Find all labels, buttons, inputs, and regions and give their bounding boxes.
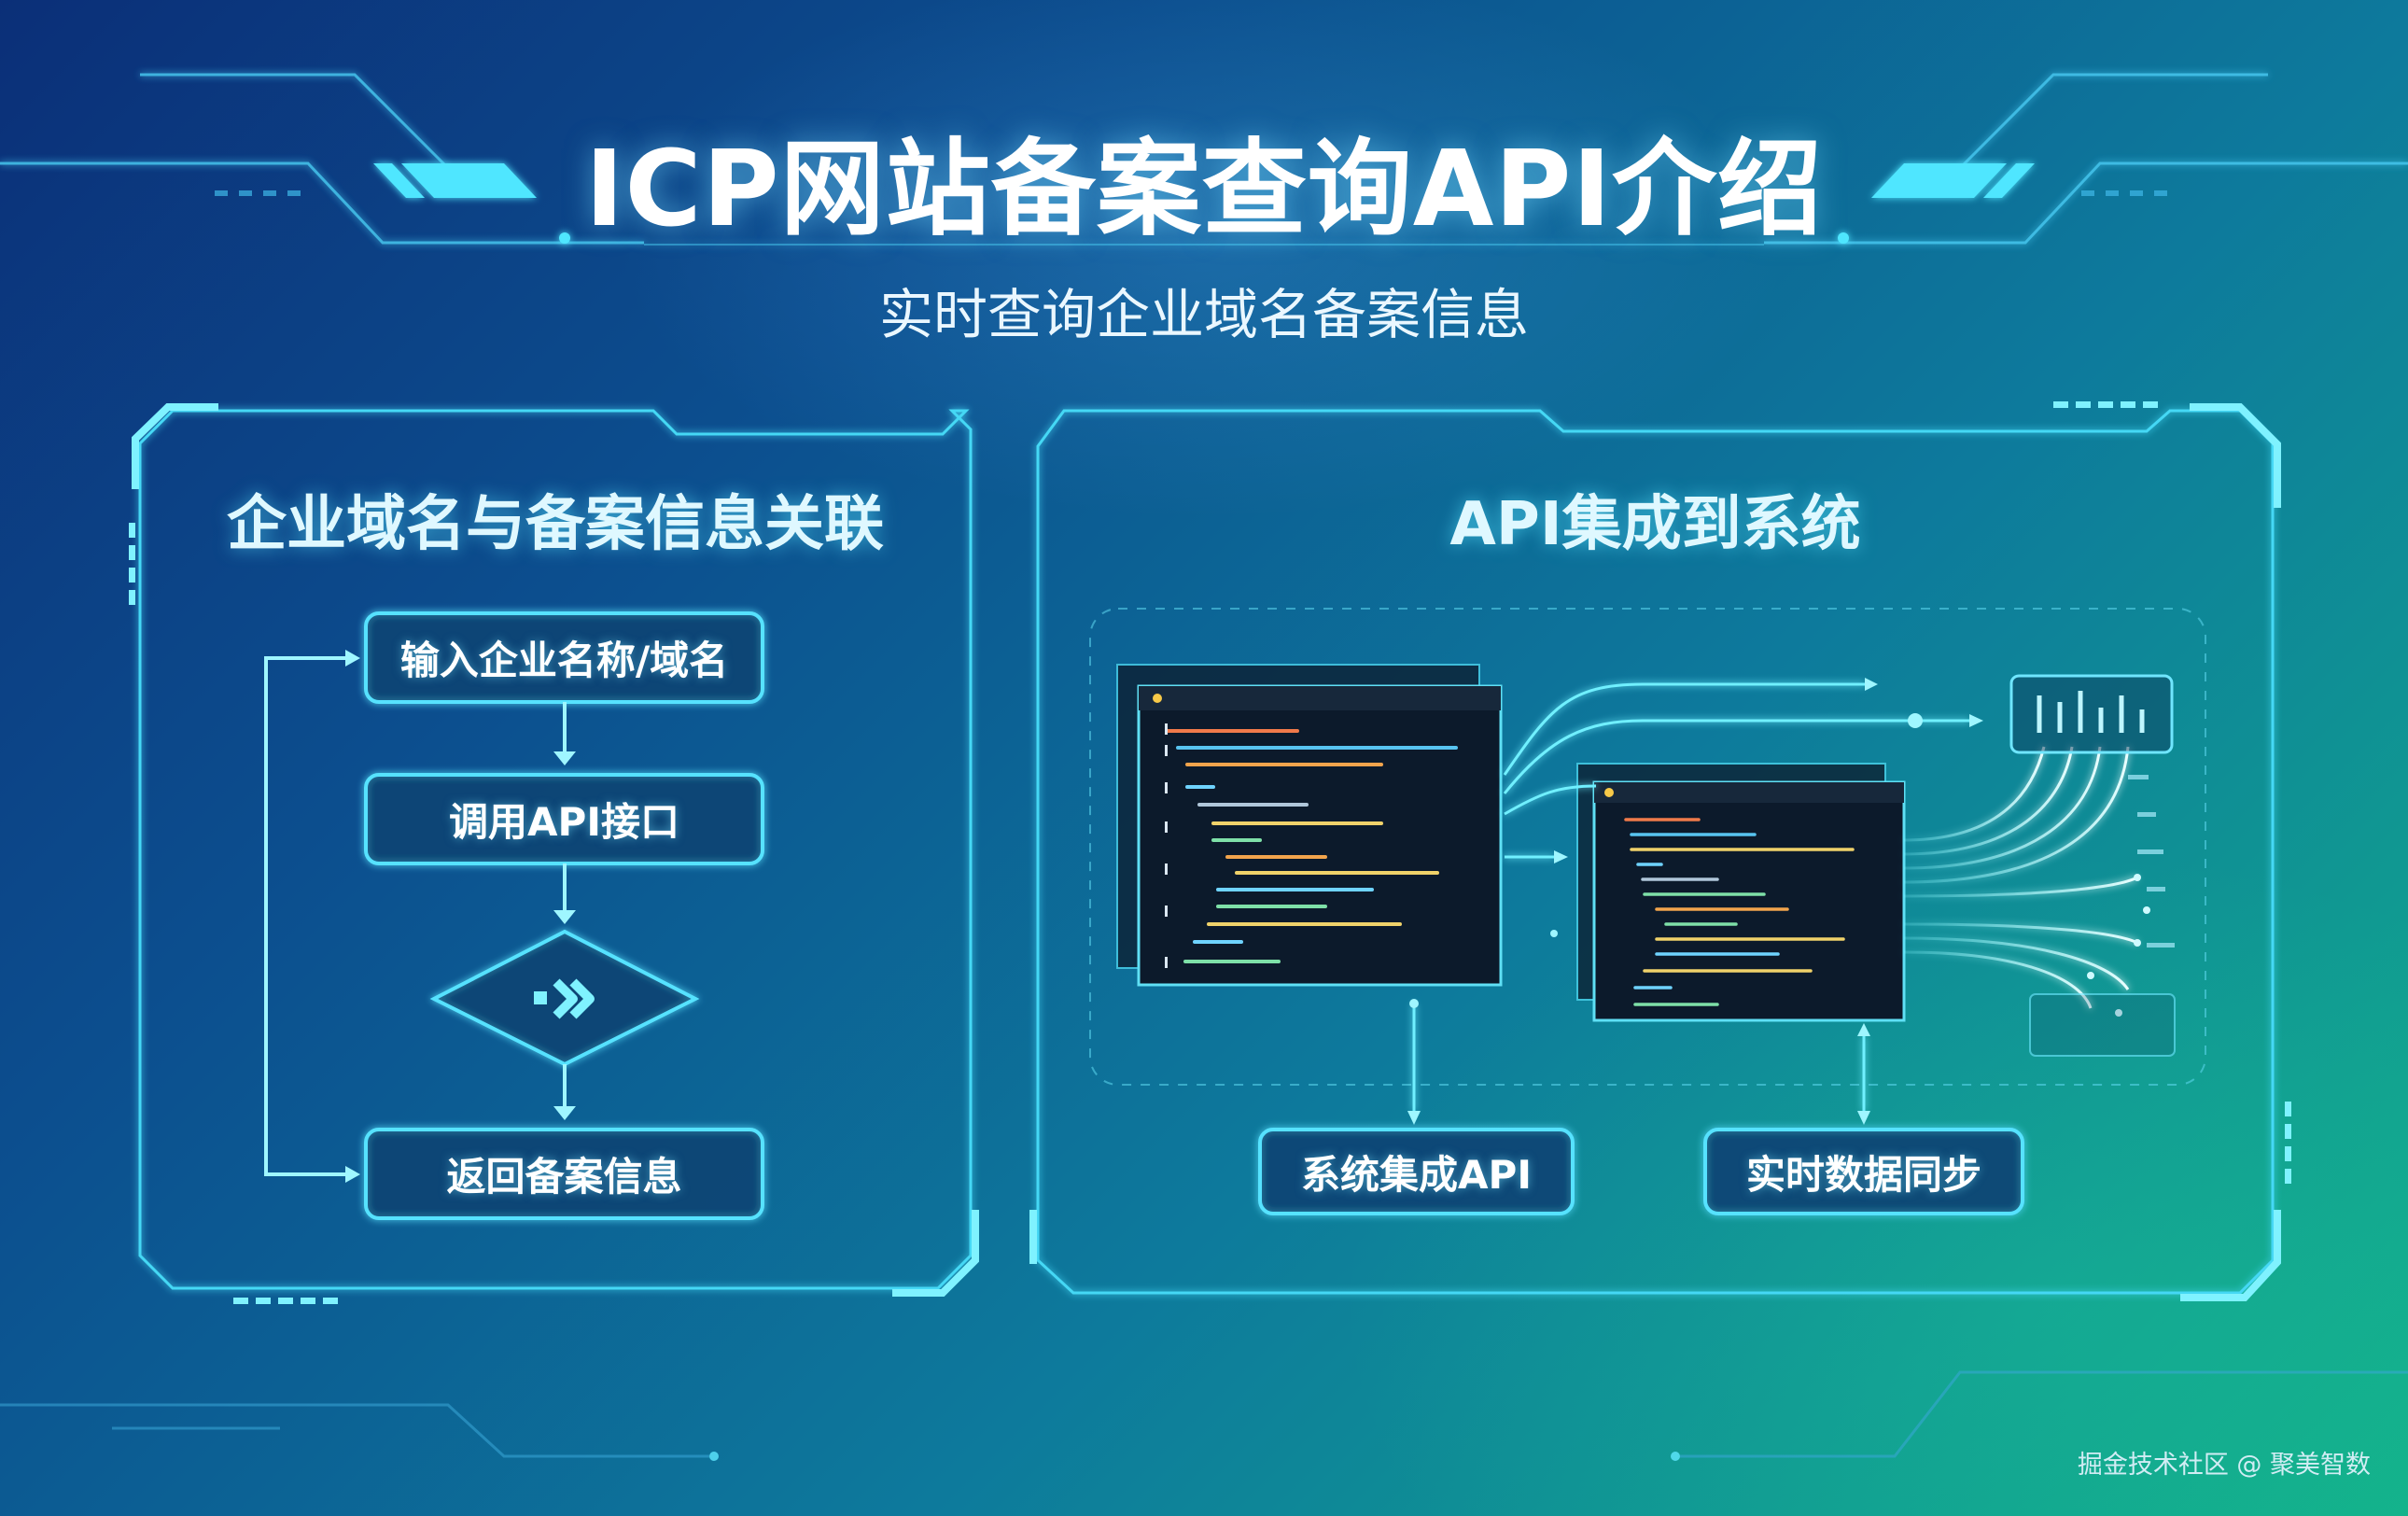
code-window-2: [1592, 780, 1906, 1022]
step-return-label: 返回备案信息: [446, 1154, 682, 1200]
page-title: ICP网站备案查询API介绍: [584, 129, 1824, 250]
page-subtitle: 实时查询企业域名备案信息: [878, 283, 1529, 346]
code-window-1: [1137, 684, 1503, 987]
step-input-label: 输入企业名称/域名: [399, 638, 729, 683]
watermark: 掘金技术社区 @ 聚美智数: [2077, 1451, 2371, 1480]
step-box-3: [364, 1128, 764, 1220]
output-box-1: [1258, 1128, 1575, 1215]
step-call-api-label: 调用API接口: [449, 799, 679, 845]
left-panel-title: 企业域名与备案信息关联: [227, 490, 884, 559]
right-panel-title: API集成到系统: [1449, 490, 1861, 559]
double-chevron-icon: [534, 978, 595, 1019]
flowchart: [264, 611, 764, 1220]
output-box-2: [1703, 1128, 2024, 1215]
decision-diamond: [429, 929, 700, 1067]
api-integration-diagram: [1089, 608, 2206, 1215]
output-realtime-sync-label: 实时数据同步: [1745, 1151, 1981, 1198]
output-system-integration-label: 系统集成API: [1301, 1151, 1532, 1198]
